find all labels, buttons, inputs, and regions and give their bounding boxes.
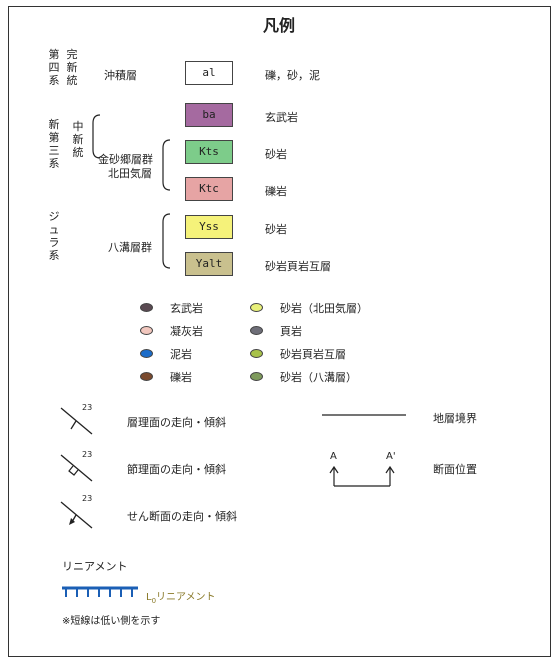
period-jurassic: ジュラ系 [48,210,60,262]
section-a-prime-label: A' [386,451,396,462]
sample-dot-sandstone-yamizo [250,372,263,381]
unit-desc-yalt: 砂岩頁岩互層 [265,260,331,273]
sample-label-basalt: 玄武岩 [170,302,203,315]
unit-desc-yss: 砂岩 [265,223,287,236]
group-yamizo: 八溝層群 [108,241,152,254]
sample-label-alternation: 砂岩頁岩互層 [280,348,346,361]
sample-label-tuff: 凝灰岩 [170,325,203,338]
sample-dot-conglomerate [140,372,153,381]
legend-title: 凡例 [262,16,295,35]
shear-dip-value: 23 [82,494,93,503]
bedding-label: 層理面の走向・傾斜 [127,416,226,429]
sample-label-shale: 頁岩 [280,325,302,338]
period-neogene: 新第三系 [48,118,60,170]
section-label: 断面位置 [433,463,477,476]
shear-label: せん断面の走向・傾斜 [127,510,237,523]
period-quaternary: 第四系 [48,48,60,87]
joint-label: 節理面の走向・傾斜 [127,463,226,476]
section-line-icon [329,465,395,487]
sample-dot-tuff [140,326,153,335]
sample-dot-shale [250,326,263,335]
section-a-label: A [330,451,337,462]
sample-label-conglomerate: 礫岩 [170,371,192,384]
unit-desc-kts: 砂岩 [265,148,287,161]
lineament-icon [62,586,138,597]
sample-dot-sandstone-kitada [250,303,263,312]
unit-box-ktc: Ktc [185,177,233,201]
unit-box-al: al [185,61,233,85]
legend-frame [8,6,551,657]
sample-label-sandstone-yamizo: 砂岩（八溝層） [280,371,357,384]
boundary-label: 地層境界 [433,412,477,425]
unit-desc-al: 礫，砂，泥 [265,69,320,82]
group-kitada: 北田気層 [108,167,152,180]
unit-box-yss: Yss [185,215,233,239]
bedding-dip-value: 23 [82,403,93,412]
period-neogene-sub: 中新統 [72,120,84,159]
shear-strike-dip-icon [60,501,93,529]
bedding-strike-dip-icon [60,407,93,435]
sample-label-mudstone: 泥岩 [170,348,192,361]
boundary-line-icon [322,414,406,416]
group-alluvium: 沖積層 [104,69,137,82]
joint-dip-value: 23 [82,450,93,459]
unit-box-kts: Kts [185,140,233,164]
lineament-heading: リニアメント [62,560,128,573]
unit-box-ba: ba [185,103,233,127]
unit-box-yalt: Yalt [185,252,233,276]
unit-desc-ktc: 礫岩 [265,185,287,198]
sample-dot-mudstone [140,349,153,358]
lineament-label: L0リニアメント [146,592,216,605]
sample-dot-basalt [140,303,153,312]
lineament-note: ※短線は低い側を示す [62,616,161,627]
period-quaternary-sub: 完新統 [66,48,78,87]
joint-strike-dip-icon [60,454,93,482]
sample-dot-alternation [250,349,263,358]
sample-label-sandstone-kitada: 砂岩（北田気層） [280,302,368,315]
unit-desc-ba: 玄武岩 [265,111,298,124]
group-kinsago: 金砂郷層群 [98,153,153,166]
